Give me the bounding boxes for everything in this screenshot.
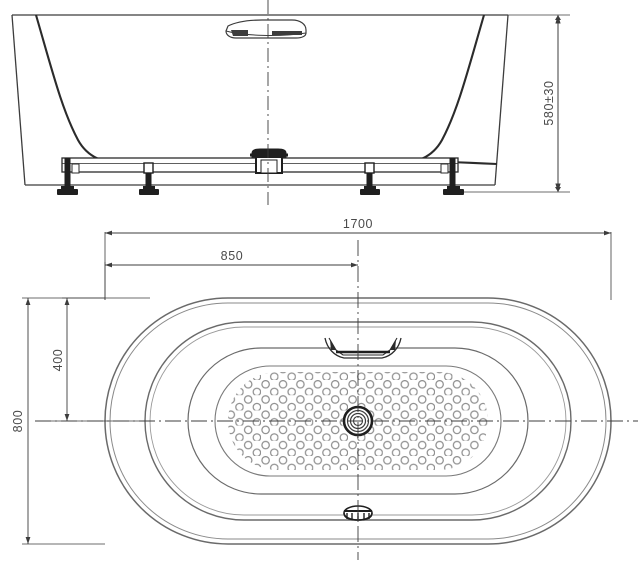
front-elevation-view: 580±30 [11, 0, 570, 205]
headrest-plan [324, 337, 402, 359]
dimension-length-total: 1700 [104, 217, 612, 300]
adjustable-foot [443, 158, 464, 195]
headrest-profile [225, 19, 307, 39]
adjustable-foot [57, 158, 78, 195]
dimension-length-half: 850 [104, 249, 358, 300]
dimension-width-total: 800 [11, 297, 105, 545]
dimension-length-half-label: 850 [221, 249, 244, 263]
dimension-height-label: 580±30 [542, 80, 556, 125]
dimension-length-total-label: 1700 [343, 217, 373, 231]
adjustable-foot [139, 162, 159, 195]
dimension-height: 580±30 [464, 14, 570, 193]
center-drain-assembly [250, 148, 288, 174]
adjustable-foot [360, 162, 380, 195]
dimension-width-total-label: 800 [11, 410, 25, 433]
top-plan-view: 1700 850 400 800 [11, 217, 638, 560]
dimension-width-inner-label: 400 [51, 349, 65, 372]
